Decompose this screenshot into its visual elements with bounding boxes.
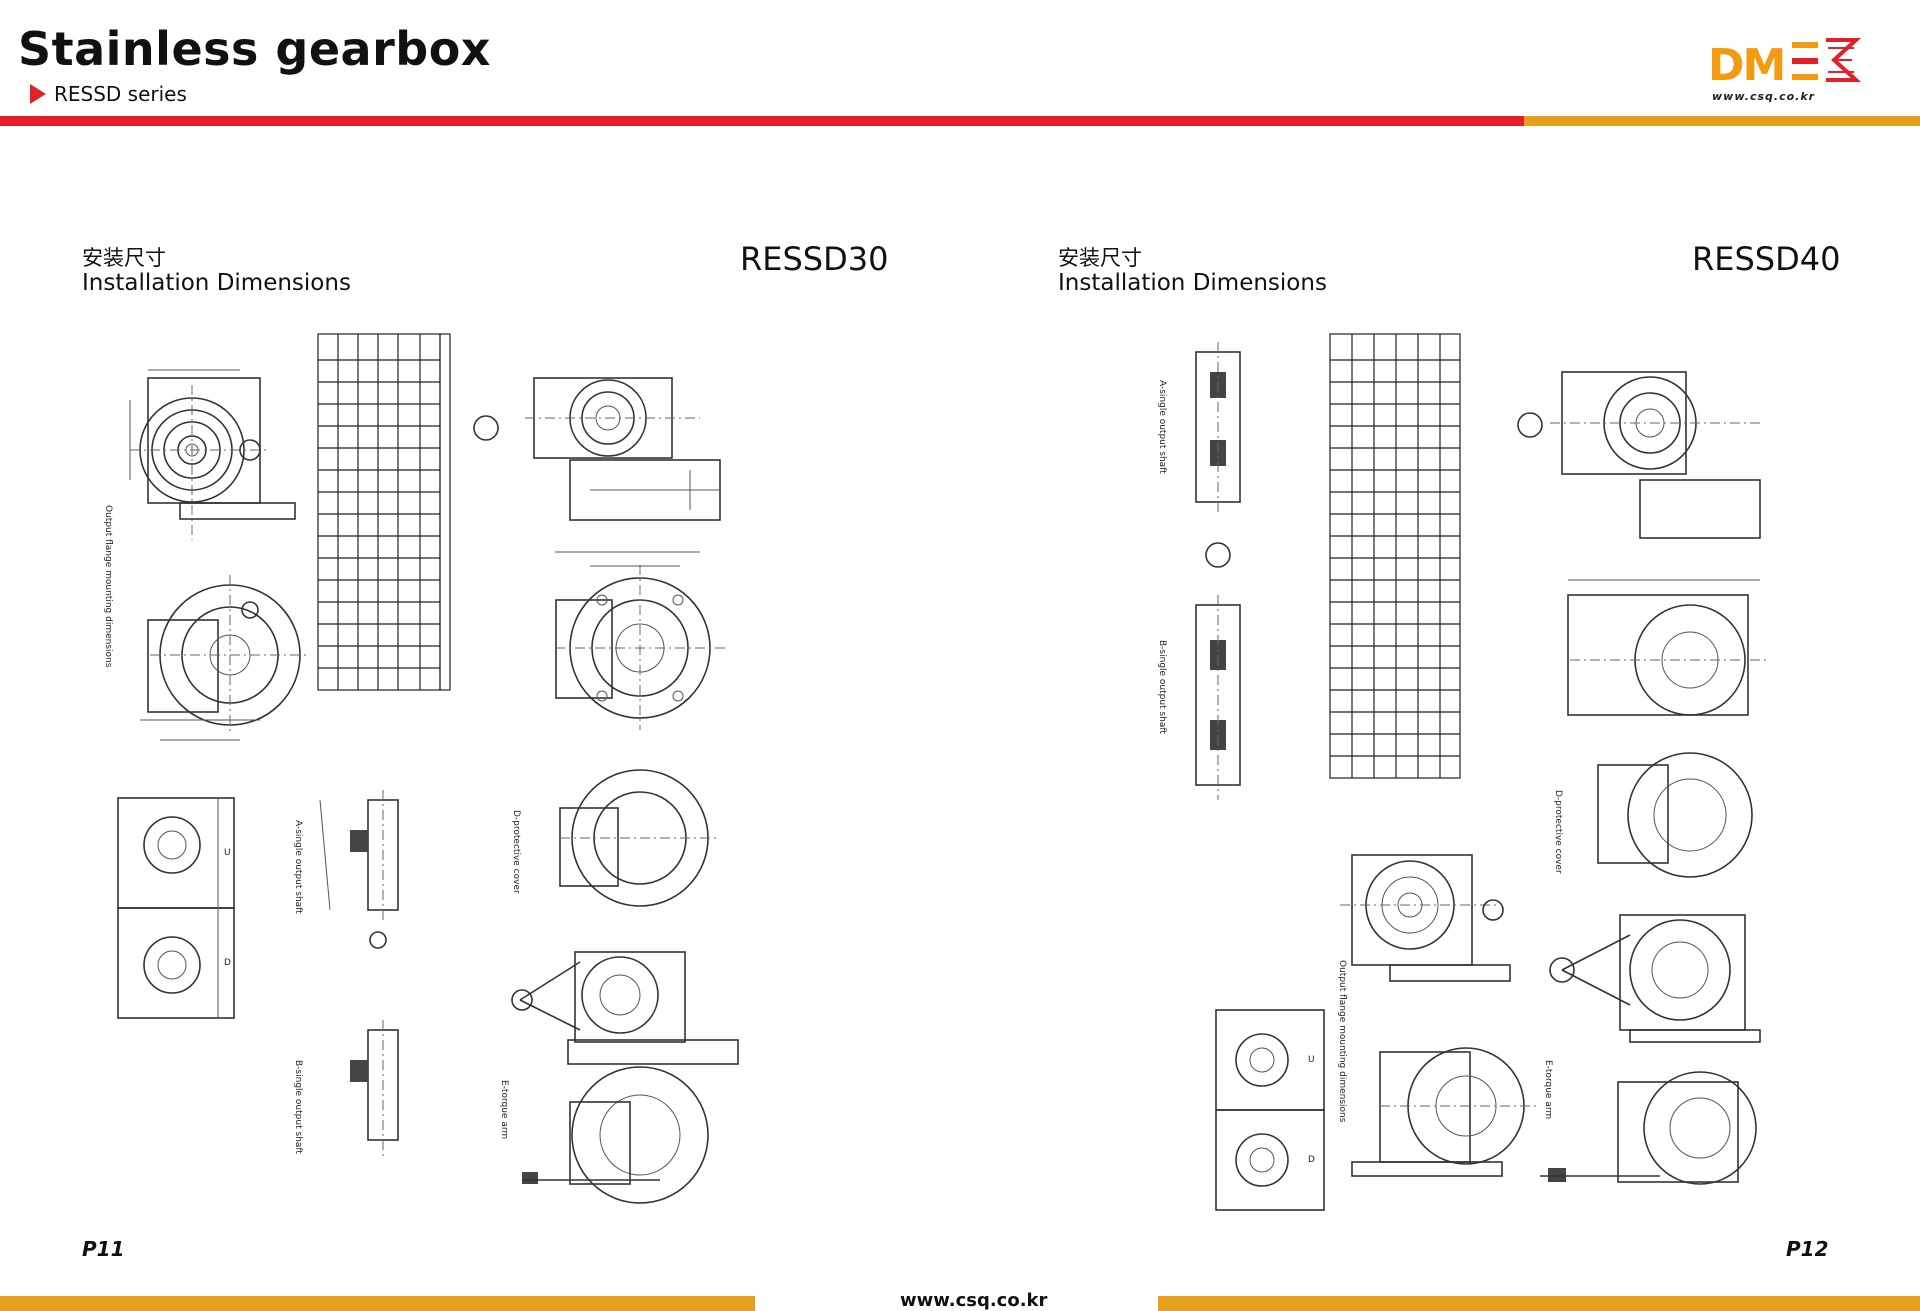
- left-page-number: P11: [82, 1237, 125, 1261]
- left-u-label: U: [224, 848, 231, 858]
- right-lower-right-view: [1540, 1071, 1757, 1185]
- right-d-cover-label: D-protective cover: [1553, 790, 1563, 874]
- right-flange-view: [1340, 854, 1511, 982]
- right-u-label: U: [1308, 1055, 1315, 1065]
- brand-logo: DM www.csq.co.kr: [1708, 36, 1888, 106]
- left-top-view: [473, 377, 721, 521]
- logo-graphic: DM: [1708, 38, 1862, 91]
- left-d-cover-label: D-protective cover: [511, 810, 521, 894]
- svg-text:DM: DM: [1708, 40, 1784, 91]
- left-flange-view: [140, 575, 310, 741]
- footer-url: www.csq.co.kr: [900, 1290, 1048, 1311]
- left-e-arm-label: E-torque arm: [499, 1080, 509, 1139]
- right-top-view: [1517, 371, 1761, 539]
- left-model: RESSD30: [740, 240, 889, 278]
- right-a-shaft-label: A-single output shaft: [1157, 380, 1167, 474]
- page-title: Stainless gearbox: [18, 22, 491, 76]
- logo-url: www.csq.co.kr: [1712, 90, 1816, 103]
- left-a-shaft: [319, 790, 399, 949]
- right-b-shaft-label: B-single output shaft: [1157, 640, 1167, 734]
- right-b-shaft: [1195, 595, 1241, 800]
- left-heading-cn: 安装尺寸: [82, 246, 166, 270]
- right-d-cover: [1597, 752, 1753, 878]
- right-e-arm-label: E-torque arm: [1543, 1060, 1553, 1119]
- right-ud-boxes: [1215, 1009, 1325, 1211]
- header-bar-red: [0, 116, 1524, 126]
- footer-bar-right: [1158, 1296, 1920, 1311]
- left-heading-en: Installation Dimensions: [82, 270, 351, 296]
- right-center-view: [1567, 579, 1770, 716]
- left-d-cover: [559, 769, 720, 907]
- left-center-view: [555, 551, 725, 730]
- right-model: RESSD40: [1692, 240, 1841, 278]
- left-e-arm: [511, 951, 739, 1204]
- left-output-flange-label: Output flange mounting dimensions: [103, 505, 113, 668]
- left-front-view: [129, 369, 296, 540]
- footer-bar-left: [0, 1296, 755, 1311]
- right-d-label: D: [1308, 1155, 1315, 1165]
- left-b-shaft-label: B-single output shaft: [293, 1060, 303, 1154]
- right-dimension-table: [1329, 333, 1461, 779]
- right-heading-cn: 安装尺寸: [1058, 246, 1142, 270]
- left-a-shaft-label: A-single output shaft: [293, 820, 303, 914]
- right-page-number: P12: [1786, 1237, 1829, 1261]
- left-dimension-table: [317, 333, 451, 691]
- right-e-arm: [1549, 914, 1761, 1043]
- left-b-shaft: [350, 1020, 399, 1160]
- right-heading-en: Installation Dimensions: [1058, 270, 1327, 296]
- left-ud-boxes: [117, 797, 235, 1019]
- series-subtitle: RESSD series: [30, 82, 187, 106]
- triangle-marker-icon: [30, 84, 46, 104]
- left-d-label: D: [224, 958, 231, 968]
- right-lower-left-view: [1351, 1047, 1540, 1177]
- right-a-shaft: [1195, 342, 1241, 568]
- header-bar-orange: [1524, 116, 1920, 126]
- right-output-flange-label: Output flange mounting dimensions: [1337, 960, 1347, 1123]
- series-label: RESSD series: [54, 82, 187, 106]
